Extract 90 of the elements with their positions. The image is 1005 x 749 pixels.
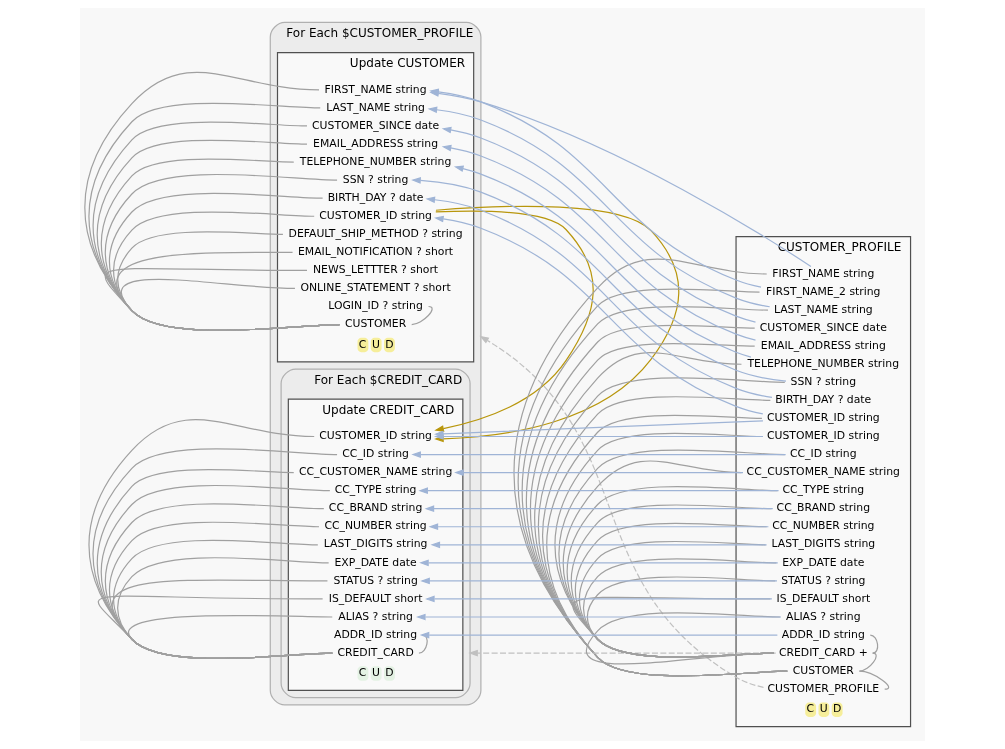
node-text: ADDR_ID string [781, 627, 865, 641]
node-text: SSN ? string [342, 172, 409, 186]
connector [869, 634, 879, 654]
node-text: CUSTOMER [344, 317, 407, 331]
node-text: CUSTOMER_ID string [319, 208, 432, 222]
arrow [428, 523, 769, 531]
node-text: FIRST_NAME string [324, 82, 427, 96]
node-label: C [358, 337, 367, 351]
node-text: CC_TYPE string [334, 483, 417, 497]
node-label: U [371, 666, 380, 680]
node-text: ALIAS ? string [785, 609, 861, 623]
arrow [441, 144, 757, 341]
node-text: STATUS ? string [781, 573, 866, 587]
arrow [420, 577, 778, 585]
arrow [415, 613, 782, 621]
node-text: EMAIL_NOTIFICATION ? short [298, 244, 454, 258]
node-text: EMAIL_ADDRESS string [313, 136, 439, 150]
node-text: CC_CUSTOMER_NAME string [746, 465, 900, 479]
node-label: D [385, 666, 394, 680]
node-text: CUSTOMER_SINCE date [312, 118, 440, 132]
node-text: CC_ID string [790, 447, 857, 461]
node-text: BIRTH_DAY ? date [327, 190, 424, 204]
node-text: LOGIN_ID ? string [328, 299, 423, 313]
node-text: ADDR_ID string [334, 627, 418, 641]
arrow [419, 631, 778, 639]
node-text: CUSTOMER_ID string [766, 411, 880, 425]
connector [858, 670, 890, 690]
node-text: TELEPHONE_NUMBER string [747, 356, 900, 370]
arrow [468, 649, 777, 657]
arrow [425, 196, 773, 398]
node-text: DEFAULT_SHIP_METHOD ? string [288, 226, 463, 240]
node-text: ONLINE_STATEMENT ? short [300, 281, 451, 295]
arrow [427, 106, 771, 308]
node-text: LAST_DIGITS string [323, 537, 428, 551]
arrow [479, 335, 765, 688]
node-text: FIRST_NAME_2 string [766, 284, 881, 298]
arrow [418, 487, 780, 494]
arrow [411, 451, 787, 458]
node-text: IS_DEFAULT short [328, 591, 423, 605]
node-label: C [806, 702, 815, 716]
arrow [434, 433, 764, 440]
arrow [430, 541, 768, 549]
node-text: CC_NUMBER string [324, 519, 427, 533]
node-text: CC_NUMBER string [772, 519, 875, 533]
node-text: EXP_DATE date [334, 555, 417, 569]
node-text: LAST_DIGITS string [771, 537, 876, 551]
node-text: CREDIT_CARD + [778, 645, 868, 659]
node-label: D [832, 702, 842, 716]
arrow [419, 559, 779, 567]
arrow [454, 469, 744, 476]
arrow [425, 595, 773, 603]
node-text: EMAIL_ADDRESS string [760, 338, 886, 352]
arrow [434, 215, 764, 415]
arrow [453, 165, 752, 358]
connector [117, 557, 333, 660]
node-text: CC_BRAND string [328, 501, 423, 515]
node-text: NEWS_LETTTER ? short [313, 263, 439, 277]
connector [858, 652, 877, 672]
node-text: FIRST_NAME string [772, 266, 875, 280]
arrow [411, 177, 787, 382]
arrow [424, 505, 774, 513]
node-label: U [819, 702, 828, 716]
node-text: CC_ID string [342, 447, 409, 461]
connector [418, 634, 428, 654]
node-text: CUSTOMER_ID string [319, 429, 432, 443]
node-label: U [371, 337, 380, 351]
node-label: D [385, 337, 394, 351]
node-text: CUSTOMER [792, 663, 854, 677]
connector [411, 305, 433, 326]
node-text: CREDIT_CARD [337, 645, 414, 659]
node-text: EXP_DATE date [782, 555, 865, 569]
node-label: C [358, 666, 367, 680]
connector [127, 614, 333, 660]
node-text: SSN ? string [790, 374, 857, 388]
node-text: ALIAS ? string [338, 609, 413, 623]
node-text: CC_CUSTOMER_NAME string [298, 465, 453, 479]
connector [112, 579, 333, 660]
arrow [441, 126, 757, 323]
node-text: TELEPHONE_NUMBER string [299, 154, 452, 168]
node-text: CUSTOMER_ID string [766, 429, 880, 443]
node-text: CUSTOMER_SINCE date [759, 320, 887, 334]
node-text: IS_DEFAULT short [776, 591, 871, 605]
connector [97, 595, 333, 660]
node-text: BIRTH_DAY ? date [775, 393, 872, 407]
node-text: LAST_NAME string [773, 302, 873, 316]
node-text: CC_TYPE string [782, 483, 865, 497]
node-text: LAST_NAME string [326, 100, 425, 114]
node-text: STATUS ? string [333, 573, 418, 587]
node-text: CC_BRAND string [776, 501, 871, 515]
node-text: CUSTOMER_PROFILE [767, 681, 880, 695]
